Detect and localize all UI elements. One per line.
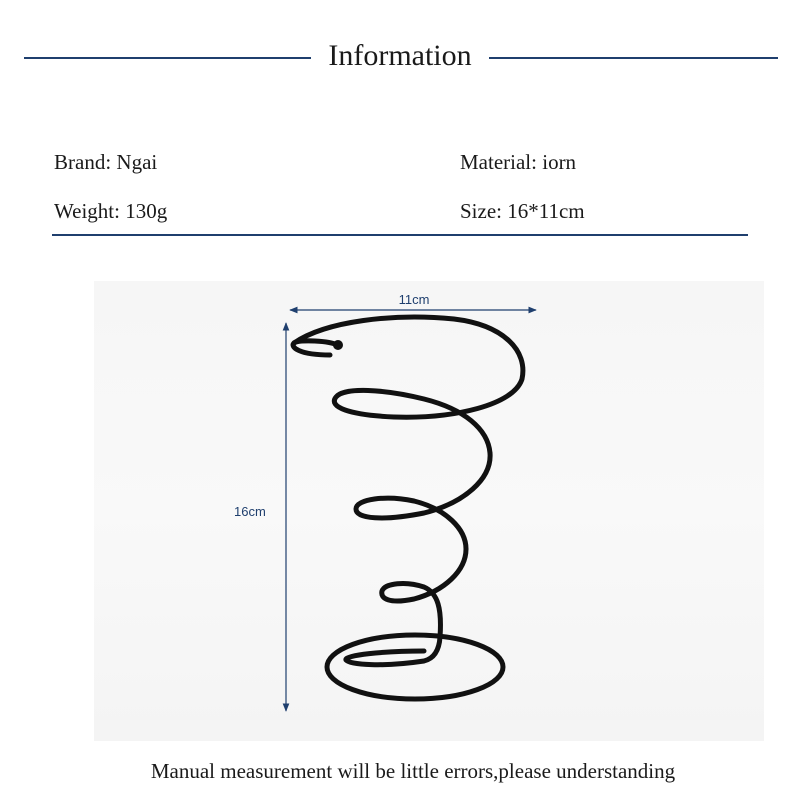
- spec-weight-value: 130g: [125, 199, 168, 223]
- spec-brand-value: Ngai: [116, 150, 158, 174]
- measurement-note: Manual measurement will be little errors…: [150, 759, 676, 783]
- header-rule-right: [489, 57, 778, 59]
- spec-material-label: Material: [460, 150, 542, 174]
- specs-divider: [52, 234, 748, 236]
- spec-size-label: Size: [460, 199, 507, 223]
- spiral-wire: [290, 314, 526, 702]
- spiral-stand-illustration: [282, 306, 537, 712]
- spec-weight-label: Weight: [54, 199, 125, 223]
- spec-material: Materialiorn: [460, 148, 576, 176]
- spec-size-value: 16*11cm: [507, 199, 585, 223]
- spec-brand: BrandNgai: [54, 148, 157, 176]
- product-photo: 11cm 16cm: [94, 281, 764, 741]
- height-label: 16cm: [234, 504, 266, 519]
- wire-end-bead: [333, 340, 343, 350]
- spec-brand-label: Brand: [54, 150, 116, 174]
- spec-weight: Weight130g: [54, 197, 167, 225]
- page-title: Information: [328, 39, 472, 72]
- spec-material-value: iorn: [542, 150, 577, 174]
- spec-size: Size16*11cm: [460, 197, 585, 225]
- header-rule-left: [24, 57, 311, 59]
- width-label: 11cm: [398, 292, 430, 307]
